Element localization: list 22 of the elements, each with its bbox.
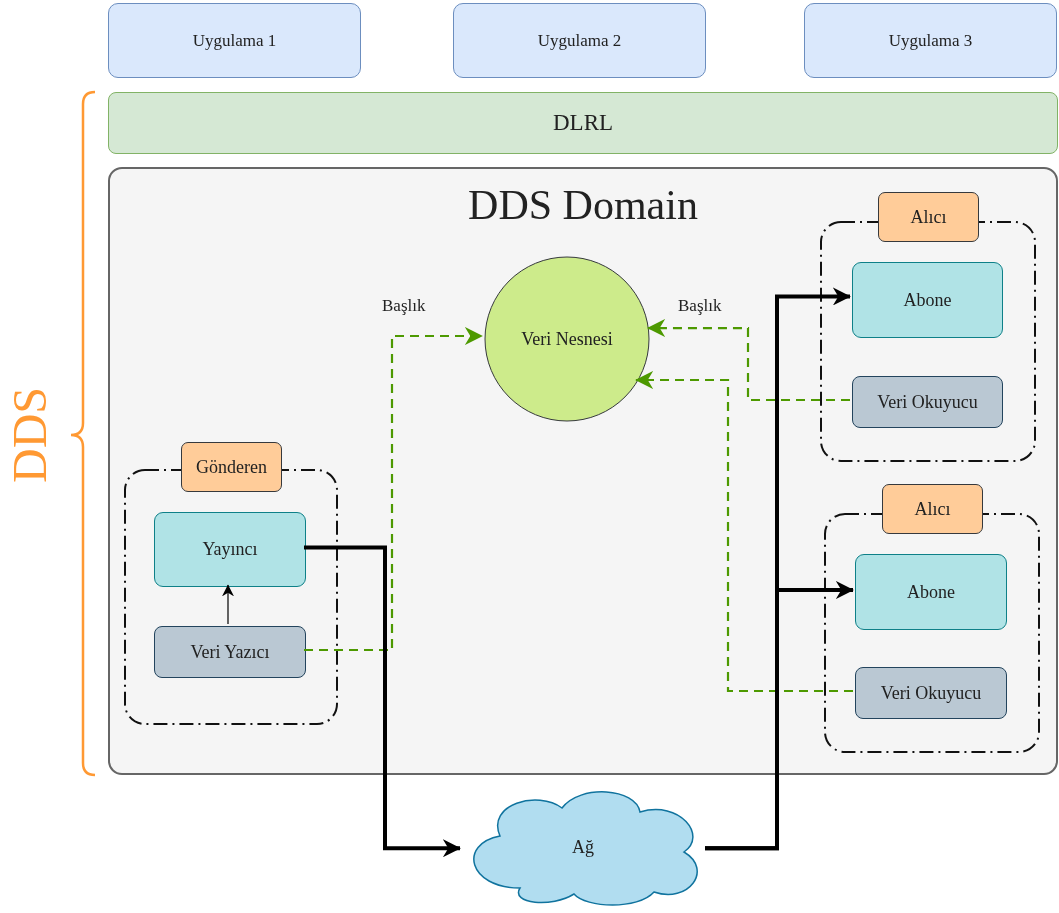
domain-title: DDS Domain xyxy=(468,181,698,229)
participant-group xyxy=(824,484,1040,753)
entity-box: Veri Okuyucu xyxy=(855,667,1007,719)
participant-group xyxy=(820,192,1036,462)
entity-box: Veri Okuyucu xyxy=(852,376,1003,428)
entity-box: Abone xyxy=(855,554,1007,630)
edge-label: Başlık xyxy=(676,296,724,316)
participant-group xyxy=(124,442,338,725)
group-heading: Alıcı xyxy=(878,192,979,242)
side-label: DDS xyxy=(5,386,55,485)
application-box: Uygulama 3 xyxy=(804,3,1057,78)
layer-box: DLRL xyxy=(108,92,1058,154)
application-box: Uygulama 2 xyxy=(453,3,706,78)
entity-box: Veri Yazıcı xyxy=(154,626,306,678)
entity-box: Abone xyxy=(852,262,1003,338)
group-heading: Gönderen xyxy=(181,442,282,492)
entity-box: Yayıncı xyxy=(154,512,306,587)
data-object-circle: Veri Nesnesi xyxy=(484,256,650,422)
application-box: Uygulama 1 xyxy=(108,3,361,78)
edge-label: Başlık xyxy=(380,296,428,316)
domain-container xyxy=(108,167,1058,775)
group-heading: Alıcı xyxy=(882,484,983,534)
